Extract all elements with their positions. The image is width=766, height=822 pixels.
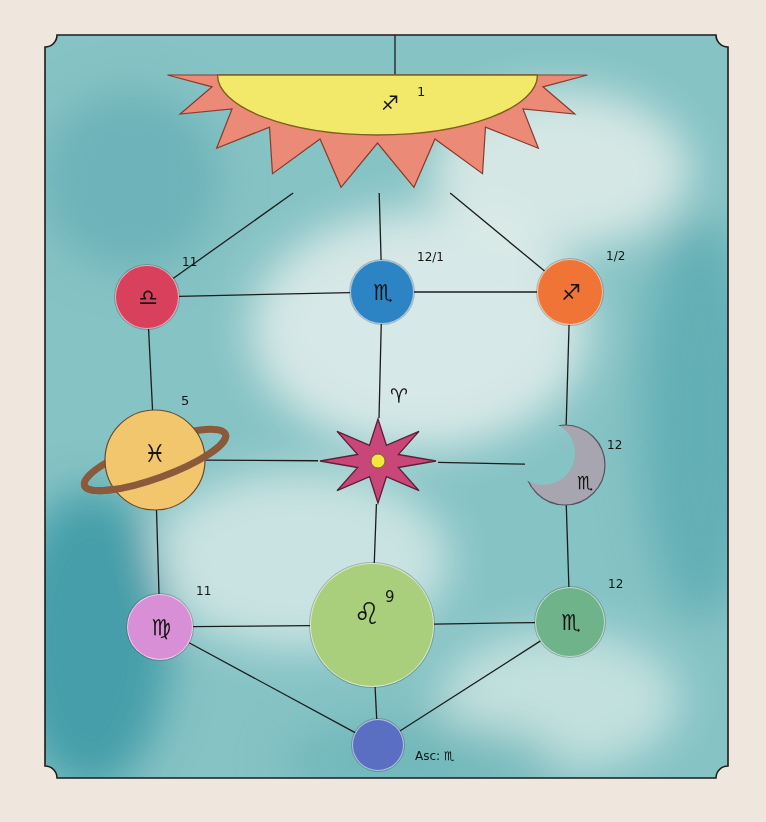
connector-line <box>434 623 535 625</box>
connector-line <box>375 687 377 719</box>
connector-line <box>566 505 569 587</box>
house-number: 12/1 <box>417 251 444 263</box>
connector-line <box>414 291 537 292</box>
hanging-line <box>394 35 395 80</box>
house-number: 1 <box>417 85 425 98</box>
connector-line <box>379 324 381 418</box>
sun-figure-outline <box>165 73 590 193</box>
sign-circle: ♎11 <box>115 265 179 329</box>
connector-line <box>438 462 525 464</box>
frame-border <box>45 35 728 778</box>
sign-glyph: Asc: ♏ <box>415 750 455 762</box>
sign-glyph: ♏ <box>373 282 393 304</box>
sign-circle: ♌9 <box>310 563 434 687</box>
house-number: 12 <box>607 439 622 451</box>
house-number: 9 <box>385 590 395 605</box>
star-core <box>371 454 385 468</box>
saturn-body <box>105 410 205 510</box>
sign-glyph: ♌ <box>354 599 381 629</box>
saturn-planet: ♓5 <box>105 410 205 510</box>
wash-dark <box>40 90 220 270</box>
sign-circle: ♐1/2 <box>537 259 603 325</box>
connector-line <box>205 460 318 462</box>
sign-glyph: ♓ <box>144 442 166 466</box>
connector-line <box>193 626 310 627</box>
star-figure: ♈ <box>318 418 438 504</box>
sign-glyph: ♏ <box>577 474 593 492</box>
sign-glyph: ♍ <box>151 617 171 639</box>
star-figure-outline <box>318 418 438 504</box>
connector-line <box>149 329 153 410</box>
sign-circle: ♍11 <box>127 594 193 660</box>
house-number: 11 <box>182 256 197 268</box>
saturn-ring-front <box>85 434 232 502</box>
sign-circle: ♏12/1 <box>350 260 414 324</box>
star-shape <box>320 419 436 503</box>
sun-disc <box>218 75 538 135</box>
connector-line <box>374 504 376 563</box>
sun-rays <box>168 75 588 187</box>
connector-line <box>379 193 381 260</box>
connector-line <box>566 325 569 425</box>
moon-shape <box>525 425 605 505</box>
house-number: 1/2 <box>606 250 625 262</box>
sign-glyph: ♐ <box>381 93 399 113</box>
connector-line <box>173 193 293 278</box>
wash-dark <box>640 220 760 620</box>
wash-blobs <box>10 90 760 800</box>
moon-crescent-outline <box>525 425 605 505</box>
connector-line <box>450 193 544 271</box>
connector-line <box>179 293 350 297</box>
ascendant-circle: Asc: ♏ <box>352 719 404 771</box>
sign-glyph: ♏ <box>561 612 581 634</box>
house-number: 5 <box>181 394 189 407</box>
watercolor-wash <box>10 30 760 800</box>
sign-glyph: ♐ <box>561 282 581 304</box>
sign-glyph: ♈ <box>390 386 408 406</box>
moon-crescent: ♏12 <box>525 425 605 505</box>
sign-circle: ♏12 <box>535 587 605 657</box>
connector-line <box>156 510 159 594</box>
sign-glyph: ♎ <box>138 287 158 309</box>
house-number: 12 <box>608 578 623 590</box>
house-number: 11 <box>196 585 211 597</box>
wash-dark <box>280 720 560 800</box>
sun-figure: ♐1 <box>165 73 590 193</box>
